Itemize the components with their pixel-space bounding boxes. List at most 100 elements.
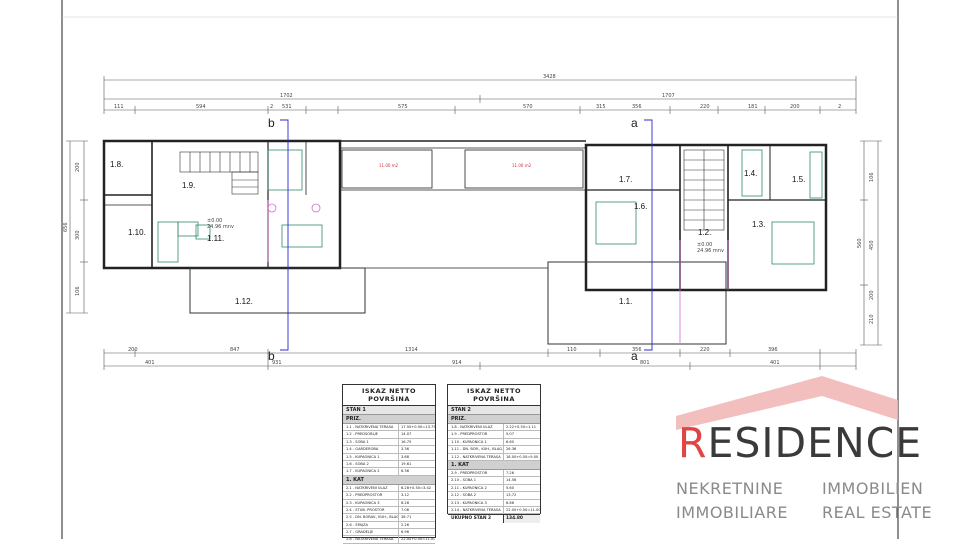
furniture-pink — [267, 200, 729, 344]
tagline-immobilien: IMMOBILIEN — [822, 479, 924, 498]
overall-dimension: 3428 — [543, 74, 556, 80]
svg-text:111: 111 — [114, 104, 124, 110]
svg-text:531: 531 — [282, 104, 292, 110]
svg-text:1.8.: 1.8. — [110, 160, 123, 169]
svg-text:200: 200 — [790, 104, 800, 110]
tagline-nekretnine: NEKRETNINE — [676, 479, 784, 498]
svg-text:200: 200 — [128, 347, 138, 353]
corridor-area-left: 11.00 m2 — [379, 163, 399, 168]
staircase-right — [683, 149, 725, 231]
table-section-label: PRIZ. — [448, 415, 540, 424]
table-title: ISKAZ NETTO POVRŠINA — [448, 385, 540, 406]
svg-text:181: 181 — [748, 104, 758, 110]
svg-text:1.12.: 1.12. — [235, 297, 253, 306]
table-section-label: PRIZ. — [343, 415, 435, 424]
bottom-dimension-lines — [103, 349, 857, 370]
table-unit: STAN 1 — [343, 406, 435, 415]
building-walls — [102, 139, 828, 292]
table-section-label: 1. KAT — [343, 475, 435, 485]
svg-text:300: 300 — [75, 230, 81, 240]
svg-text:220: 220 — [700, 104, 710, 110]
level-markers: ±0.00 24.96 mnv ±0.00 24.96 mnv — [207, 218, 724, 254]
section-label-b-bottom: b — [268, 349, 275, 363]
svg-text:560: 560 — [857, 238, 863, 248]
table-unit: STAN 2 — [448, 406, 540, 415]
table-row: 2.5 - DN. BORAV., KUH., BLAG.38.71 — [343, 514, 435, 522]
svg-text:±0.00: ±0.00 — [697, 242, 712, 248]
residence-logo: RESIDENCE NEKRETNINE IMMOBILIARE IMMOBIL… — [672, 370, 960, 539]
svg-text:1.2.: 1.2. — [698, 228, 711, 237]
svg-text:2: 2 — [838, 104, 841, 110]
svg-text:315: 315 — [596, 104, 606, 110]
svg-text:356: 356 — [632, 347, 642, 353]
svg-text:200: 200 — [869, 290, 875, 300]
svg-text:401: 401 — [770, 360, 780, 366]
svg-text:24.96 mnv: 24.96 mnv — [697, 248, 724, 254]
svg-text:356: 356 — [632, 104, 642, 110]
bottom-segment-dimensions: 200 847 1314 110 356 220 396 401 931 914… — [128, 347, 780, 366]
svg-text:24.96 mnv: 24.96 mnv — [207, 224, 234, 230]
corridor-area-right: 11.00 m2 — [512, 163, 532, 168]
svg-text:801: 801 — [640, 360, 650, 366]
svg-text:2: 2 — [270, 104, 273, 110]
svg-text:1.4.: 1.4. — [744, 169, 757, 178]
svg-text:1.7.: 1.7. — [619, 175, 632, 184]
svg-text:570: 570 — [523, 104, 533, 110]
table-section-label: 1. KAT — [448, 460, 540, 470]
staircase-left — [179, 151, 259, 195]
svg-text:1.9.: 1.9. — [182, 181, 195, 190]
svg-text:106: 106 — [869, 172, 875, 182]
svg-text:656: 656 — [63, 222, 69, 232]
section-label-a-bottom: a — [631, 349, 638, 363]
svg-text:1314: 1314 — [405, 347, 418, 353]
area-table-stan-1: ISKAZ NETTO POVRŠINA STAN 1 PRIZ. 1.1 - … — [342, 384, 436, 544]
svg-text:594: 594 — [196, 104, 206, 110]
table-title: ISKAZ NETTO POVRŠINA — [343, 385, 435, 406]
right-dimensions: 106 560 450 200 210 — [857, 172, 875, 324]
section-label-b-top: b — [268, 116, 275, 130]
svg-text:106: 106 — [75, 286, 81, 296]
svg-text:931: 931 — [272, 360, 282, 366]
svg-text:±0.00: ±0.00 — [207, 218, 222, 224]
svg-text:200: 200 — [75, 162, 81, 172]
terraces — [189, 261, 727, 345]
roof-icon — [676, 376, 898, 430]
svg-text:401: 401 — [145, 360, 155, 366]
svg-text:450: 450 — [869, 240, 875, 250]
svg-text:110: 110 — [567, 347, 577, 353]
svg-text:914: 914 — [452, 360, 462, 366]
svg-text:1.6.: 1.6. — [634, 202, 647, 211]
room-labels: 1.8. 1.9. 1.10. 1.11. 1.12. 1.7. 1.6. 1.… — [110, 160, 805, 306]
svg-text:847: 847 — [230, 347, 240, 353]
svg-text:1.3.: 1.3. — [752, 220, 765, 229]
table-row: 1.11 - DN. BOR., KUH., BLAG.26.36 — [448, 446, 540, 454]
section-lines — [280, 119, 653, 351]
area-table-stan-2: ISKAZ NETTO POVRŠINA STAN 2 PRIZ. 1.8 - … — [447, 384, 541, 524]
svg-text:220: 220 — [700, 347, 710, 353]
tagline-immobiliare: IMMOBILIARE — [676, 503, 788, 522]
left-dimensions: 200 300 656 106 — [63, 162, 81, 296]
tagline-real-estate: REAL ESTATE — [822, 503, 933, 522]
svg-text:1.5.: 1.5. — [792, 175, 805, 184]
section-label-a-top: a — [631, 116, 638, 130]
svg-text:1.1.: 1.1. — [619, 297, 632, 306]
